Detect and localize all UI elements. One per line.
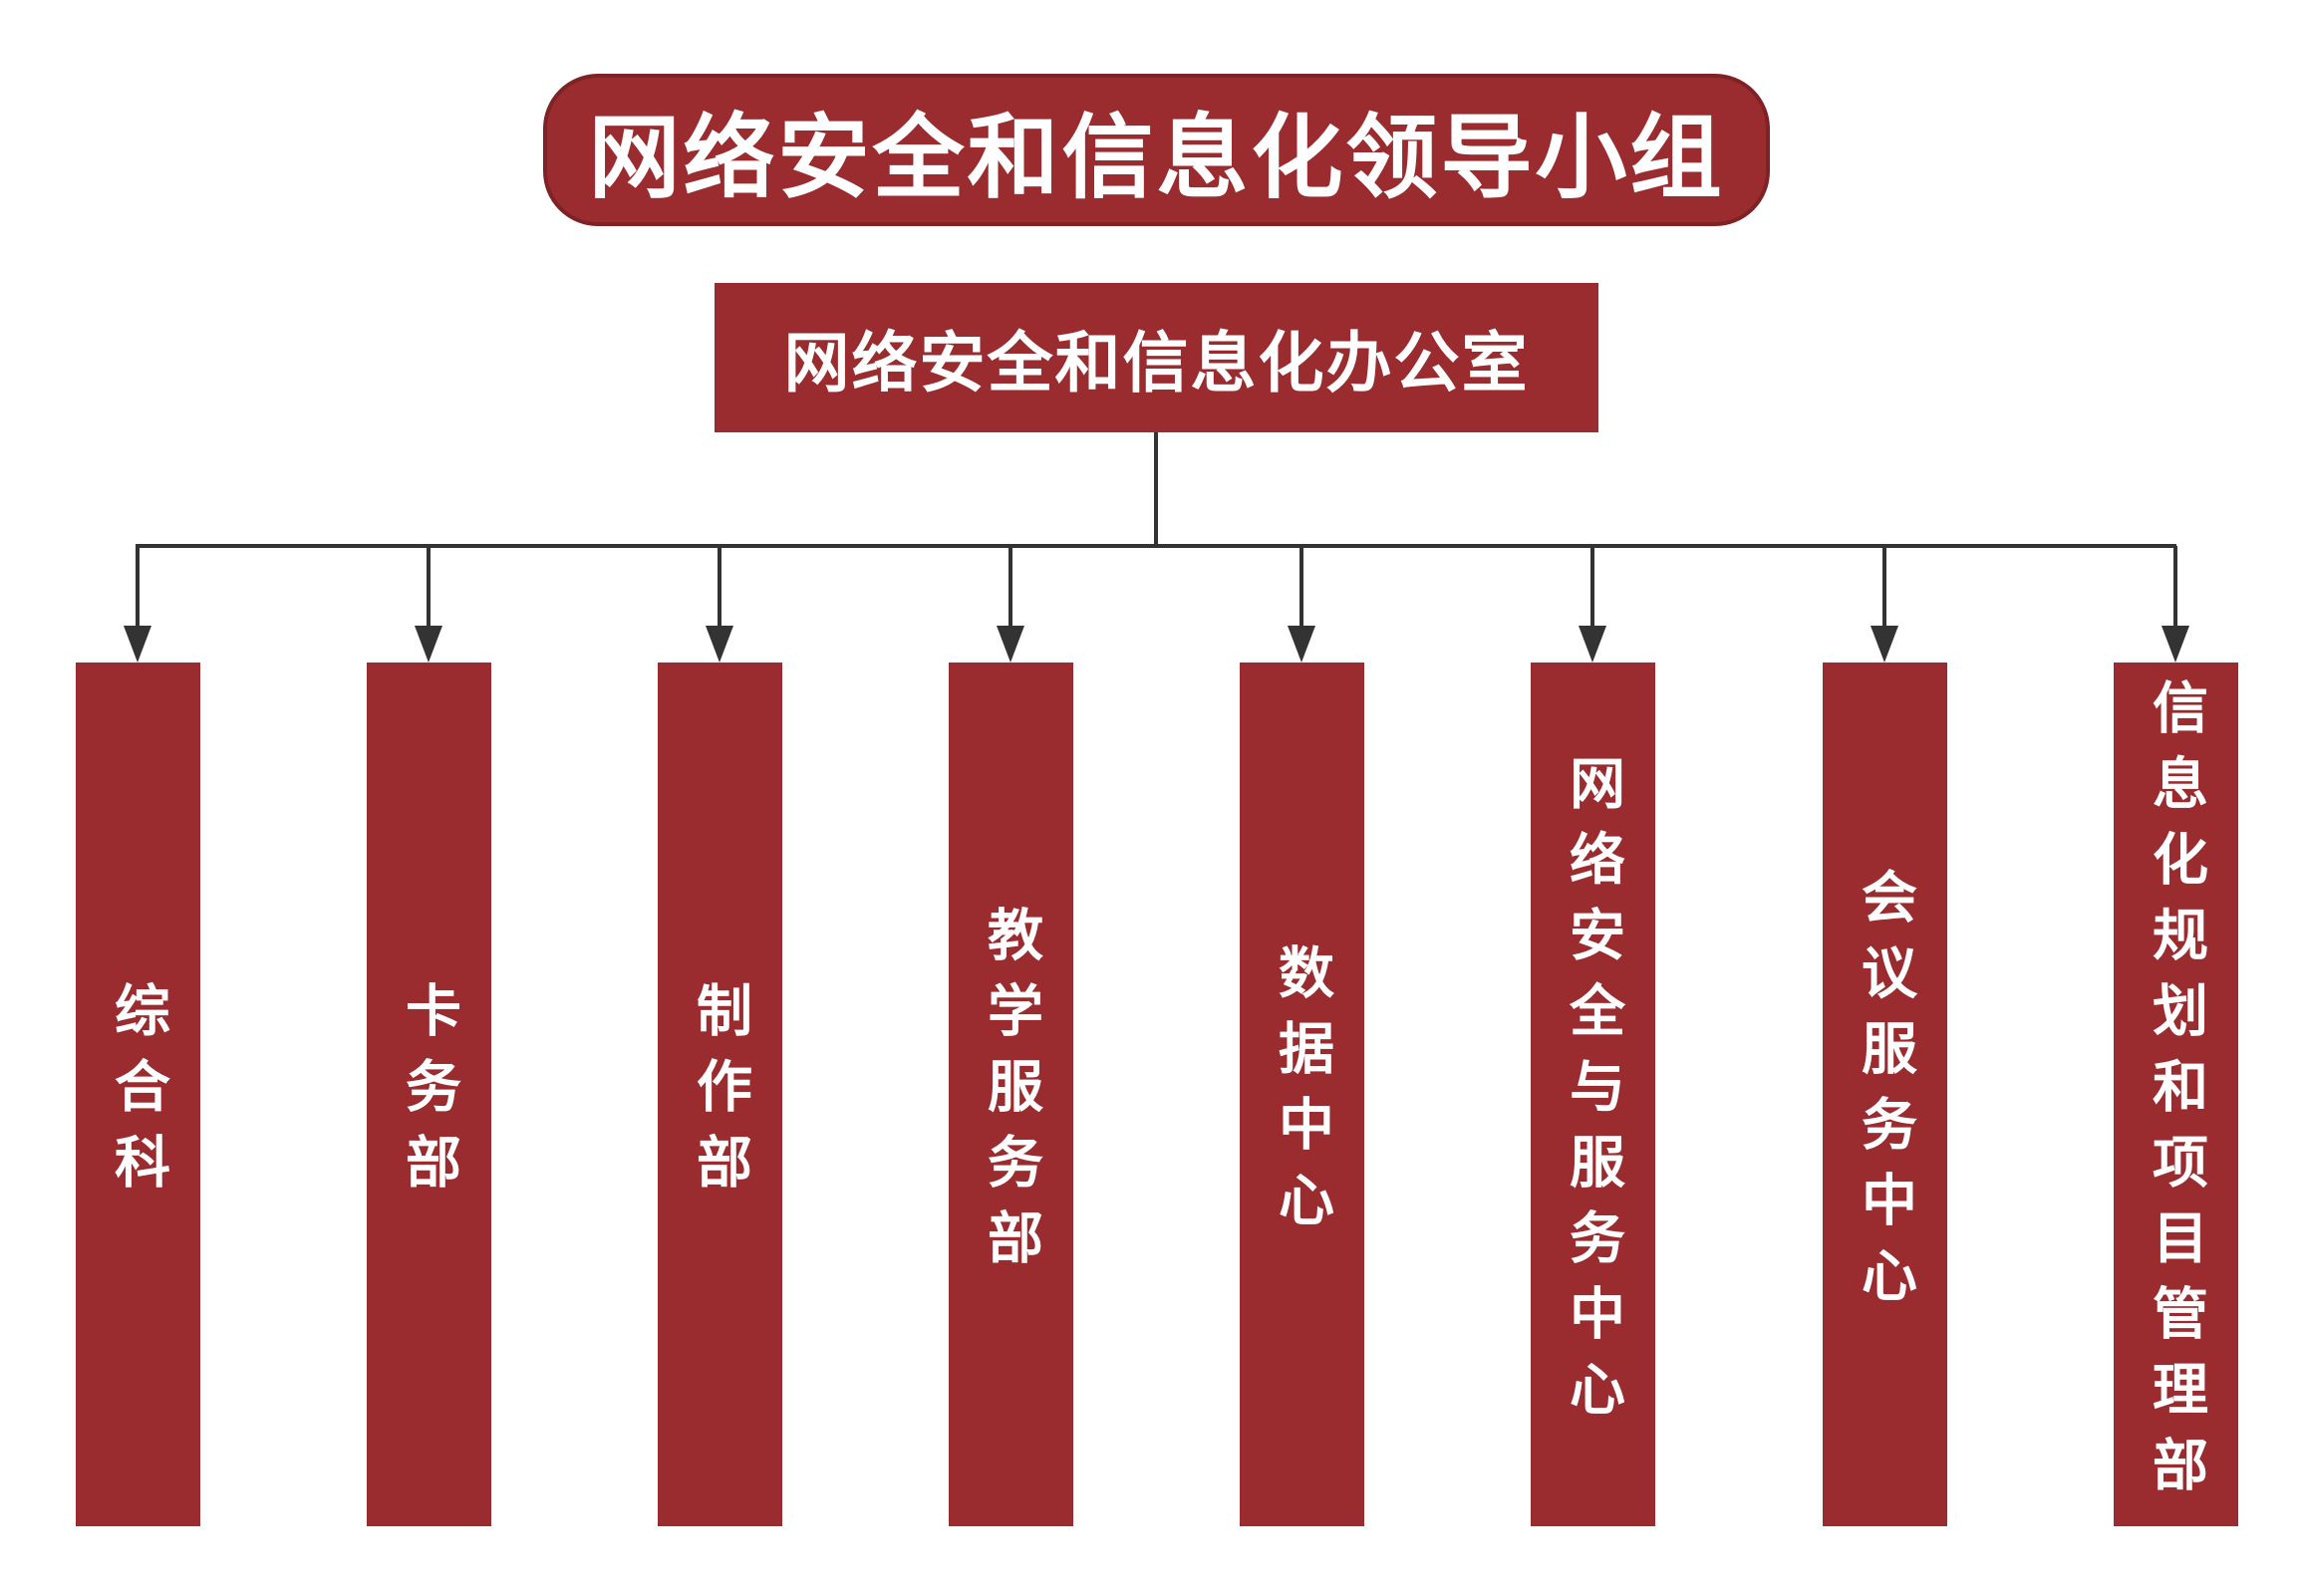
arrow-head-5 (1288, 626, 1315, 663)
department-box-teaching-service: 教学服务部 (949, 663, 1073, 1526)
office-box: 网络安全和信息化办公室 (715, 283, 1598, 432)
department-label: 会议服务中心 (1852, 867, 1918, 1322)
department-box-general-section: 综合科 (76, 663, 200, 1526)
arrow-head-6 (1579, 626, 1606, 663)
office-title: 网络安全和信息化办公室 (783, 324, 1530, 401)
department-label: 制作部 (687, 980, 753, 1208)
department-label: 数据中心 (1269, 942, 1335, 1246)
arrow-head-8 (2161, 626, 2189, 663)
department-label: 教学服务部 (978, 905, 1044, 1284)
department-box-informatization-planning: 信息化规划和项目管理部 (2114, 663, 2238, 1526)
arrow-head-7 (1871, 626, 1898, 663)
department-box-card-affairs: 卡务部 (367, 663, 491, 1526)
leadership-group-title: 网络安全和信息化领导小组 (588, 104, 1725, 211)
department-label: 网络安全与服务中心 (1560, 753, 1626, 1436)
arrow-head-1 (124, 626, 151, 663)
department-box-data-center: 数据中心 (1240, 663, 1364, 1526)
leadership-group-box: 网络安全和信息化领导小组 (543, 74, 1770, 226)
department-label: 卡务部 (396, 980, 462, 1208)
department-label: 信息化规划和项目管理部 (2143, 677, 2209, 1511)
department-box-meeting-service: 会议服务中心 (1823, 663, 1947, 1526)
department-box-network-security-service: 网络安全与服务中心 (1531, 663, 1655, 1526)
department-label: 综合科 (105, 980, 171, 1208)
arrow-head-3 (706, 626, 733, 663)
arrow-head-4 (997, 626, 1024, 663)
department-box-production: 制作部 (658, 663, 782, 1526)
arrow-head-2 (415, 626, 442, 663)
